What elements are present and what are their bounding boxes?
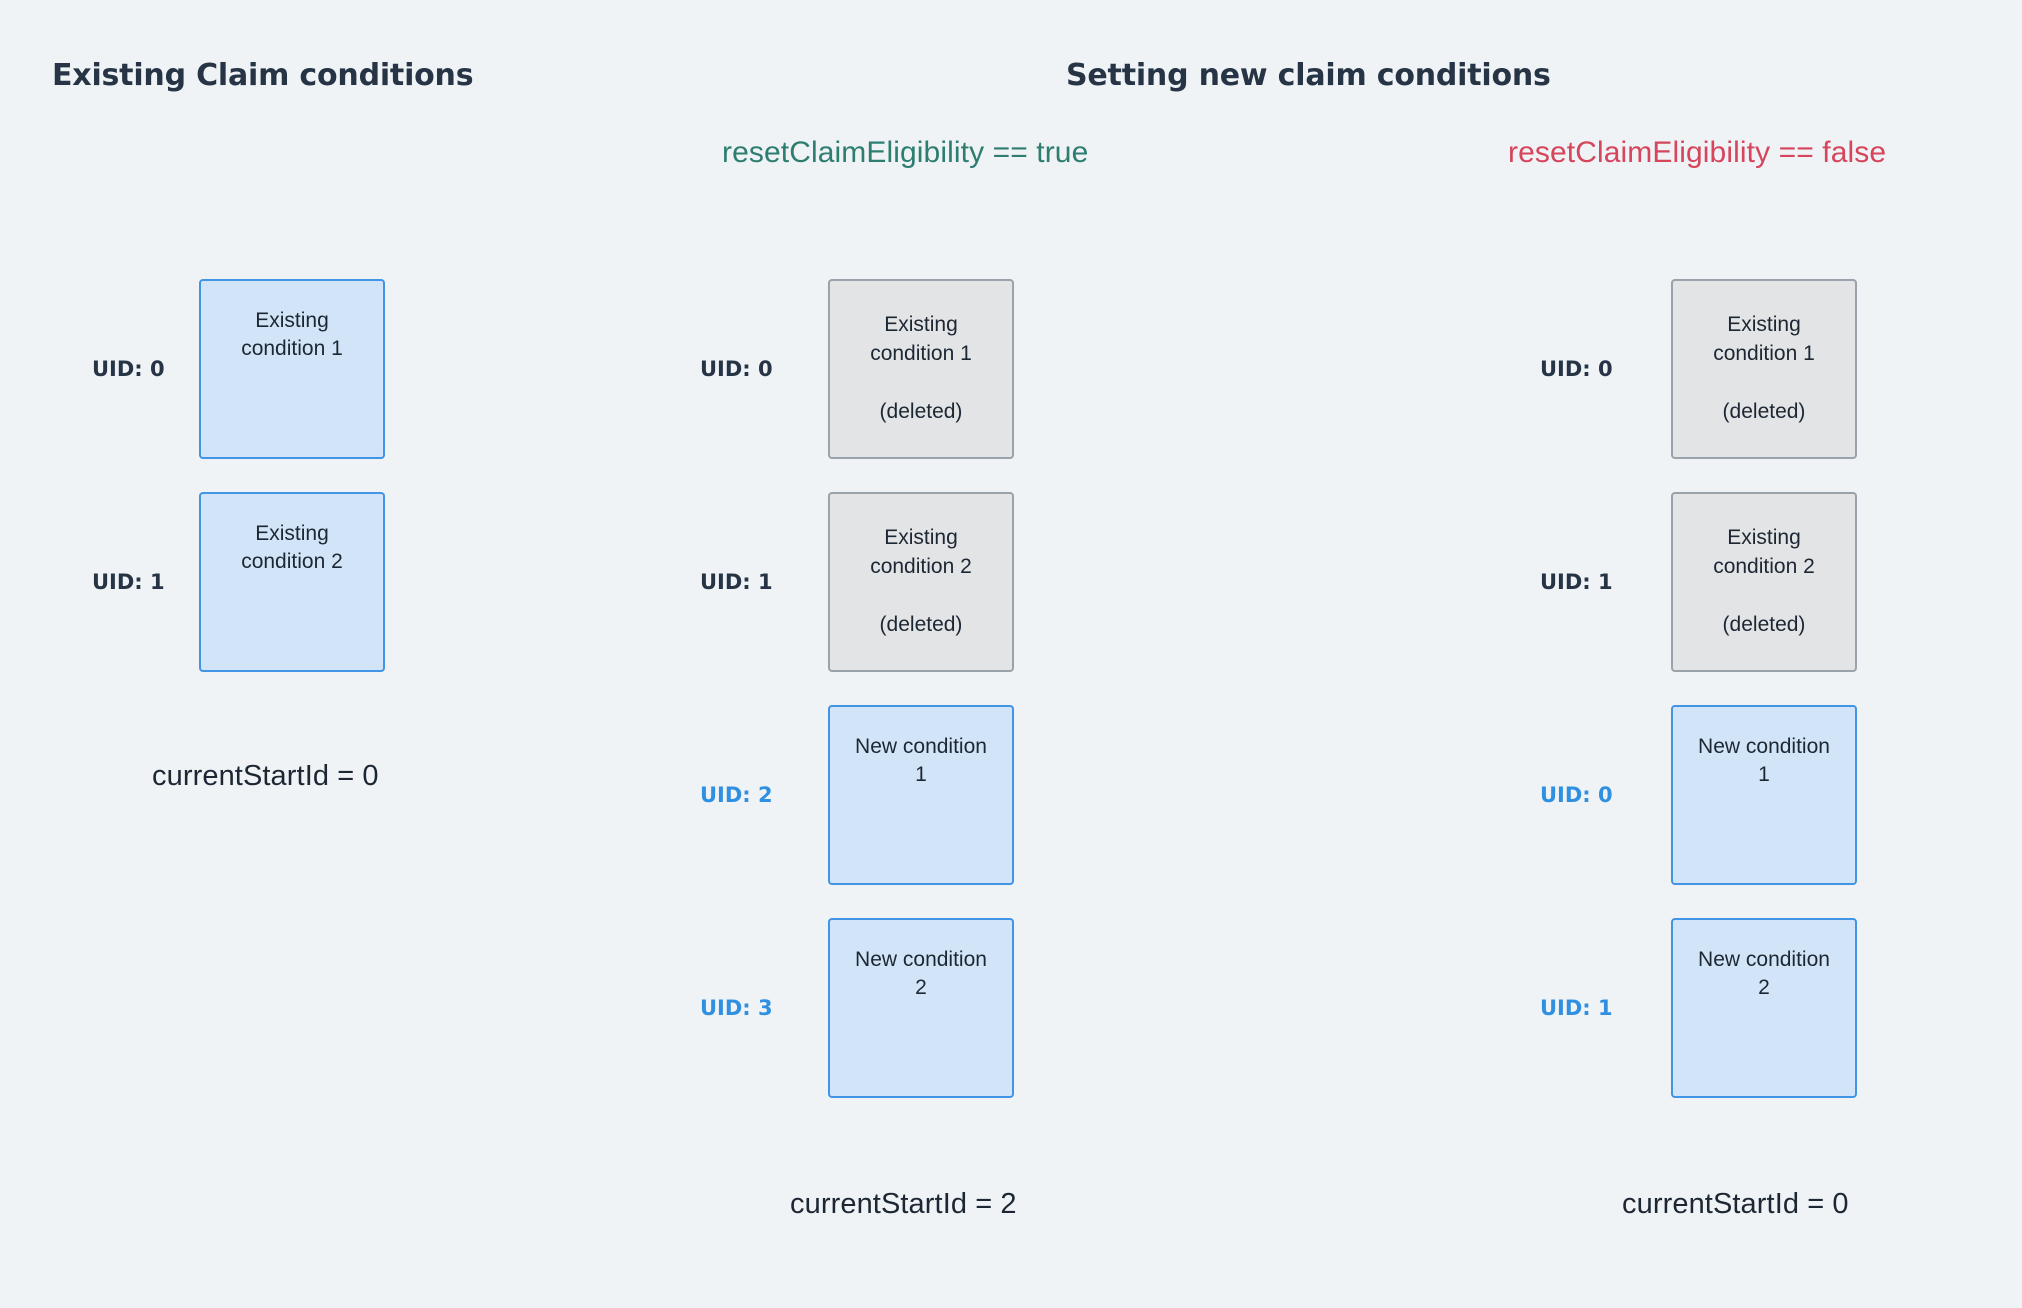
condition-box-title: Existing condition 2 <box>1713 526 1815 578</box>
condition-box-title: Existing condition 1 <box>241 309 343 361</box>
condition-box-title: New condition 2 <box>1698 948 1830 1000</box>
flag-reset-claim-eligibility-false: resetClaimEligibility == false <box>1508 136 1887 169</box>
uid-label: UID: 3 <box>700 996 773 1020</box>
condition-box-title: Existing condition 1 <box>870 313 972 365</box>
uid-label: UID: 0 <box>1540 357 1613 381</box>
condition-row: UID: 1 Existing condition 2 (deleted) <box>1540 492 1857 672</box>
condition-box-note: (deleted) <box>1722 613 1806 637</box>
condition-box-title: New condition 1 <box>1698 735 1830 787</box>
condition-box-deleted: Existing condition 2 (deleted) <box>1671 492 1857 672</box>
condition-box: New condition 1 <box>828 705 1014 885</box>
condition-row: UID: 0 Existing condition 1 (deleted) <box>700 279 1014 459</box>
condition-row: UID: 2 New condition 1 <box>700 705 1014 885</box>
condition-box-title: Existing condition 1 <box>1713 313 1815 365</box>
uid-label: UID: 1 <box>700 570 773 594</box>
uid-label: UID: 1 <box>92 570 165 594</box>
uid-label: UID: 0 <box>700 357 773 381</box>
condition-box-title: Existing condition 2 <box>870 526 972 578</box>
condition-row: UID: 1 New condition 2 <box>1540 918 1857 1098</box>
condition-box: Existing condition 2 <box>199 492 385 672</box>
flag-reset-claim-eligibility-true: resetClaimEligibility == true <box>722 136 1089 169</box>
condition-box-title: Existing condition 2 <box>241 522 343 574</box>
condition-box: New condition 2 <box>828 918 1014 1098</box>
condition-box-title: New condition 1 <box>855 735 987 787</box>
uid-label: UID: 2 <box>700 783 773 807</box>
uid-label: UID: 0 <box>92 357 165 381</box>
page-title-setting-new-claim-conditions: Setting new claim conditions <box>1066 58 1551 93</box>
condition-box-note: (deleted) <box>1722 400 1806 424</box>
condition-box-deleted: Existing condition 2 (deleted) <box>828 492 1014 672</box>
current-start-id-label: currentStartId = 2 <box>790 1188 1017 1220</box>
condition-row: UID: 1 Existing condition 2 (deleted) <box>700 492 1014 672</box>
condition-box-deleted: Existing condition 1 (deleted) <box>828 279 1014 459</box>
condition-box: Existing condition 1 <box>199 279 385 459</box>
condition-row: UID: 0 New condition 1 <box>1540 705 1857 885</box>
condition-row: UID: 3 New condition 2 <box>700 918 1014 1098</box>
uid-label: UID: 1 <box>1540 996 1613 1020</box>
condition-row: UID: 0 Existing condition 1 <box>92 279 385 459</box>
condition-box-deleted: Existing condition 1 (deleted) <box>1671 279 1857 459</box>
current-start-id-label: currentStartId = 0 <box>1622 1188 1849 1220</box>
condition-box: New condition 2 <box>1671 918 1857 1098</box>
column-existing-conditions: UID: 0 Existing condition 1 UID: 1 Existing… <box>0 0 640 1308</box>
uid-label: UID: 1 <box>1540 570 1613 594</box>
condition-box-note: (deleted) <box>879 400 963 424</box>
condition-box-title: New condition 2 <box>855 948 987 1000</box>
condition-row: UID: 1 Existing condition 2 <box>92 492 385 672</box>
page-title-existing-claim-conditions: Existing Claim conditions <box>52 58 474 93</box>
condition-row: UID: 0 Existing condition 1 (deleted) <box>1540 279 1857 459</box>
current-start-id-label: currentStartId = 0 <box>152 760 379 792</box>
condition-box: New condition 1 <box>1671 705 1857 885</box>
condition-box-note: (deleted) <box>879 613 963 637</box>
uid-label: UID: 0 <box>1540 783 1613 807</box>
